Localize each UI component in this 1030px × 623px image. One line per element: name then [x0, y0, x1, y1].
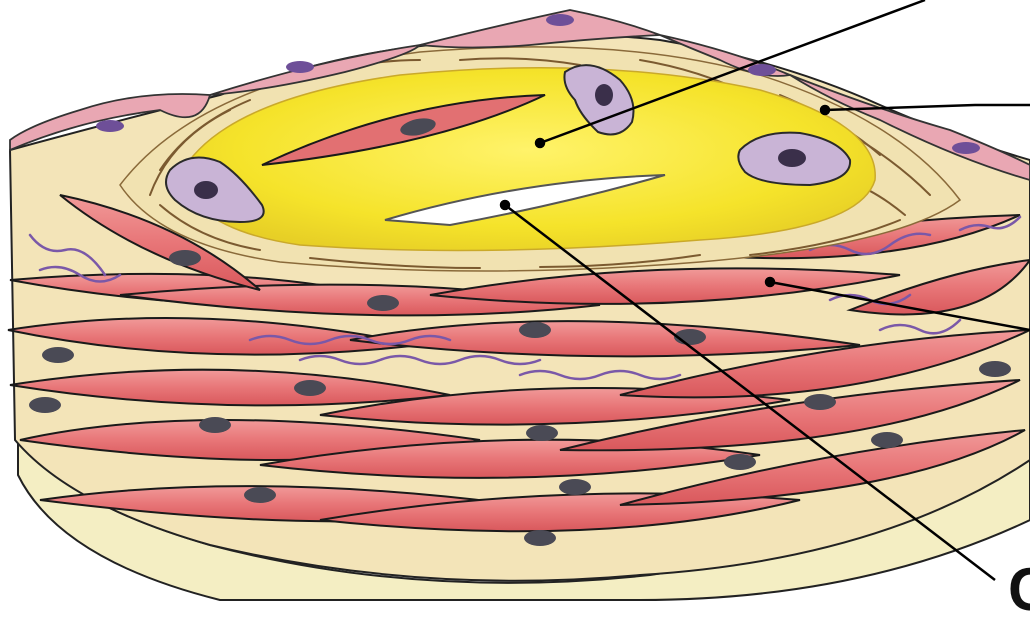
cropped-label-letter: C — [1008, 560, 1030, 620]
artery-plaque-figure — [0, 0, 1030, 602]
artery-plaque-illustration — [0, 0, 1030, 602]
